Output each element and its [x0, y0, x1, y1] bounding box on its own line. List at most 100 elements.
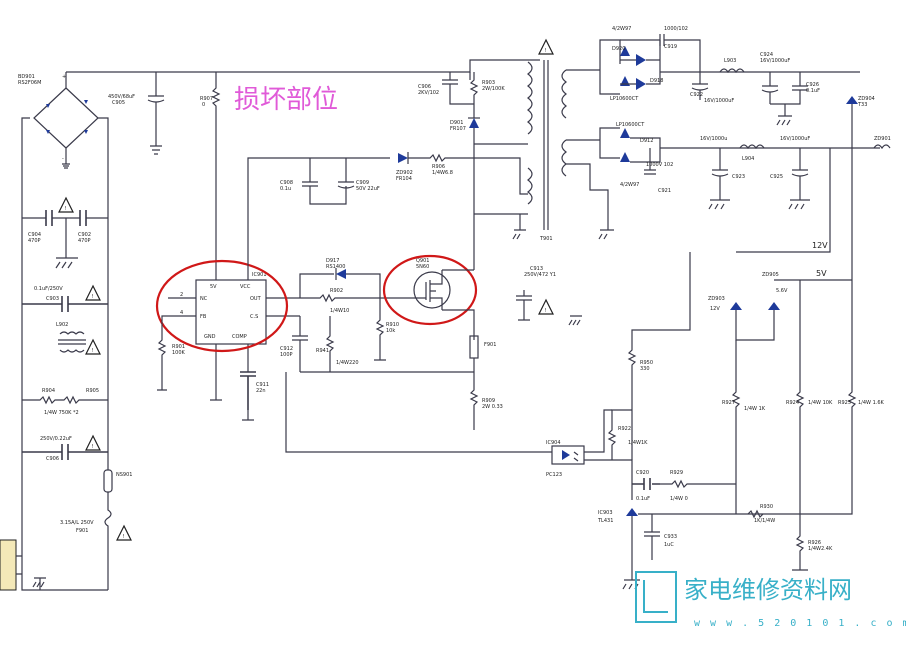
svg-text:450V/68uF: 450V/68uF	[108, 94, 135, 100]
svg-text:TL431: TL431	[597, 518, 613, 524]
f901b-r909: F901 R909 2W 0.33	[469, 335, 503, 430]
svg-text:LP10600CT: LP10600CT	[610, 96, 639, 102]
bridge-val: RS2F06M	[18, 80, 41, 86]
svg-text:C919: C919	[664, 44, 677, 50]
svg-text:0.1uF: 0.1uF	[636, 496, 650, 502]
svg-text:1000V 102: 1000V 102	[646, 162, 673, 168]
svg-text:1/4W 10K: 1/4W 10K	[808, 400, 833, 406]
svg-text:FR107: FR107	[450, 126, 466, 132]
svg-text:1/4W10: 1/4W10	[330, 308, 349, 314]
svg-text:R925: R925	[838, 400, 851, 406]
svg-text:1000/102: 1000/102	[664, 26, 688, 32]
svg-text:FR104: FR104	[396, 176, 412, 182]
svg-text:L903: L903	[724, 58, 736, 64]
d917-r902: D917 RS1400 R902 1/4W10	[299, 258, 410, 314]
svg-text:ZD902: ZD902	[396, 170, 413, 176]
secondary-lower: LP10600CT D912 4/2W97 1000V 102 C921 16V…	[566, 122, 891, 240]
svg-text:Q901: Q901	[416, 258, 429, 264]
svg-text:F901: F901	[76, 528, 88, 534]
svg-text:OUT: OUT	[250, 296, 262, 302]
svg-text:12V: 12V	[710, 306, 720, 312]
svg-text:5N60: 5N60	[416, 264, 429, 270]
c905-bulk: 450V/68uF C905	[108, 72, 165, 140]
secondary-upper: 4/2W97 D920 1000/102 C919 LP10600CT D918…	[566, 26, 875, 290]
watermark-url: w w w . 5 2 0 1 0 1 . c o m	[694, 618, 906, 629]
svg-text:GND: GND	[204, 334, 216, 340]
svg-text:!: !	[92, 444, 94, 450]
svg-text:L904: L904	[742, 156, 754, 162]
svg-text:-: -	[62, 156, 64, 162]
svg-text:C911: C911	[256, 382, 269, 388]
r901: R901 100K	[157, 315, 186, 390]
svg-text:C924: C924	[760, 52, 773, 58]
svg-text:1/4W2.4K: 1/4W2.4K	[808, 546, 833, 552]
svg-text:2: 2	[180, 292, 183, 298]
svg-text:5V: 5V	[210, 284, 217, 290]
svg-text:!: !	[123, 534, 125, 540]
svg-text:NC: NC	[200, 296, 208, 302]
svg-text:IC903: IC903	[598, 510, 613, 516]
svg-text:R905: R905	[86, 388, 99, 394]
svg-text:470P: 470P	[28, 238, 41, 244]
svg-text:4/2W97: 4/2W97	[612, 26, 631, 32]
svg-text:1uC: 1uC	[664, 542, 674, 548]
svg-text:22n: 22n	[256, 388, 266, 394]
svg-text:2W 0.33: 2W 0.33	[482, 404, 503, 410]
svg-text:100K: 100K	[172, 350, 186, 356]
svg-text:2KV/102: 2KV/102	[418, 90, 439, 96]
q901-mosfet: Q901 5N60	[410, 258, 451, 310]
svg-text:!: !	[545, 48, 547, 54]
svg-text:!: !	[92, 348, 94, 354]
ac-connector	[0, 539, 17, 591]
svg-text:0.1uF/250V: 0.1uF/250V	[34, 286, 63, 292]
svg-text:VCC: VCC	[240, 284, 251, 290]
damaged-mosfet-circle	[382, 254, 478, 326]
svg-text:470P: 470P	[78, 238, 91, 244]
svg-text:R927: R927	[722, 400, 735, 406]
svg-text:C926: C926	[806, 82, 819, 88]
svg-text:ZD903: ZD903	[708, 296, 725, 302]
zd902-r906: ZD902 FR104 R906 1/4W6.8	[396, 152, 478, 182]
damage-annotation: 损坏部位	[234, 85, 338, 115]
svg-text:1/4W 1K: 1/4W 1K	[744, 406, 766, 412]
svg-text:IC901: IC901	[252, 272, 267, 278]
svg-text:R941: R941	[316, 348, 329, 354]
svg-text:R910: R910	[386, 322, 399, 328]
svg-text:50V 22uF: 50V 22uF	[356, 186, 380, 192]
svg-text:C933: C933	[664, 534, 677, 540]
svg-text:RS1400: RS1400	[326, 264, 345, 270]
svg-text:D901: D901	[450, 120, 463, 126]
svg-text:R950: R950	[640, 360, 653, 366]
svg-text:R924: R924	[786, 400, 799, 406]
r904-r905: R904 R905 1/4W 750K *2	[22, 388, 108, 416]
svg-text:C922: C922	[690, 92, 703, 98]
svg-text:0.1uF: 0.1uF	[806, 88, 820, 94]
svg-text:R901: R901	[172, 344, 185, 350]
svg-text:R929: R929	[670, 470, 683, 476]
svg-text:ZD901: ZD901	[874, 136, 891, 142]
svg-text:R903: R903	[482, 80, 495, 86]
svg-text:C902: C902	[78, 232, 91, 238]
opto-tl431: R950 330 R922 1/4W1K IC904 PC123 C920 0.…	[215, 252, 736, 590]
svg-text:!: !	[545, 308, 547, 314]
svg-text:D920: D920	[612, 46, 625, 52]
svg-text:1/4W220: 1/4W220	[336, 360, 359, 366]
c911: C911 22n	[240, 371, 269, 410]
svg-text:LP10600CT: LP10600CT	[616, 122, 645, 128]
transformer-t901: ! T901	[474, 38, 567, 242]
svg-text:C912: C912	[280, 346, 293, 352]
svg-text:C913: C913	[530, 266, 543, 272]
svg-text:+: +	[62, 74, 66, 80]
svg-text:C920: C920	[636, 470, 649, 476]
svg-text:0.1u: 0.1u	[280, 186, 291, 192]
svg-text:1/4W 1.6K: 1/4W 1.6K	[858, 400, 885, 406]
svg-text:1/4W 750K *2: 1/4W 750K *2	[44, 410, 79, 416]
svg-text:PC123: PC123	[546, 472, 562, 478]
svg-text:330: 330	[640, 366, 650, 372]
svg-text:C906: C906	[46, 456, 59, 462]
svg-text:0: 0	[202, 102, 205, 108]
r907: R907 0	[200, 72, 221, 268]
svg-text:C923: C923	[732, 174, 745, 180]
ic901-controller: NC FB 5V VCC OUT C.S GND COMP 2 4 IC901	[168, 268, 300, 390]
